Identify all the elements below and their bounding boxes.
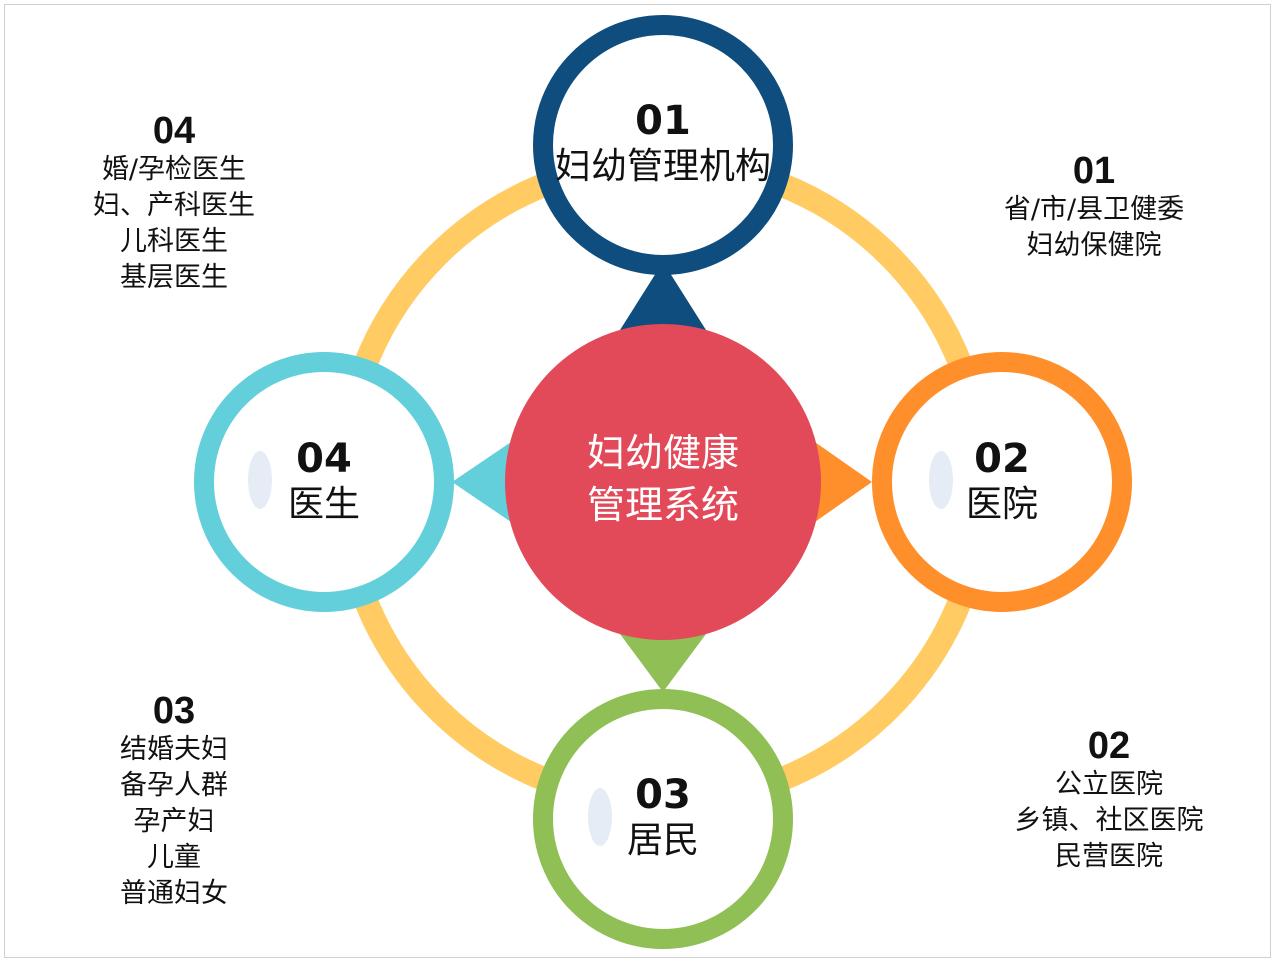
- side-top-right-line: 省/市/县卫健委: [1003, 194, 1185, 225]
- node-right-oval: [929, 451, 953, 509]
- node-bottom-oval: [588, 788, 612, 846]
- side-bottom-right-line: 民营医院: [1055, 841, 1163, 872]
- center-label-line2: 管理系统: [587, 483, 739, 527]
- node-left-oval: [248, 451, 272, 509]
- side-bottom-left-line: 儿童: [147, 842, 201, 873]
- node-top-number: 01: [635, 98, 691, 144]
- side-block-top-left: 04 婚/孕检医生 妇、产科医生 儿科医生 基层医生: [54, 110, 294, 296]
- diagram-frame: [4, 4, 1271, 958]
- node-bottom-label: 居民: [627, 820, 699, 861]
- side-top-right-line: 妇幼保健院: [1026, 230, 1162, 261]
- side-bottom-left-line: 备孕人群: [120, 770, 228, 801]
- side-block-top-right: 01 省/市/县卫健委 妇幼保健院: [974, 150, 1214, 264]
- node-right-number: 02: [974, 436, 1030, 482]
- node-top-label: 妇幼管理机构: [555, 146, 771, 187]
- side-bottom-right-number: 02: [1087, 725, 1131, 767]
- node-right: 02 医院: [872, 352, 1132, 612]
- side-block-bottom-right: 02 公立医院 乡镇、社区医院 民营医院: [989, 725, 1229, 875]
- side-top-left-line: 婚/孕检医生: [101, 154, 247, 185]
- side-bottom-left-line: 普通妇女: [120, 878, 228, 909]
- center-label-line1: 妇幼健康: [587, 431, 739, 475]
- node-bottom-number: 03: [635, 772, 691, 818]
- node-top: 01 妇幼管理机构: [533, 15, 793, 275]
- node-bottom: 03 居民: [533, 689, 793, 949]
- side-top-right-number: 01: [1072, 150, 1116, 192]
- arrow-bottom: [620, 634, 706, 692]
- node-left-label: 医生: [288, 484, 360, 525]
- node-right-label: 医院: [966, 484, 1038, 525]
- node-left-number: 04: [296, 436, 352, 482]
- side-bottom-left-line: 孕产妇: [133, 806, 215, 837]
- side-bottom-left-line: 结婚夫妇: [120, 734, 228, 765]
- side-bottom-right-line: 乡镇、社区医院: [1014, 805, 1204, 836]
- side-bottom-right-line: 公立医院: [1055, 769, 1163, 800]
- arrow-top: [620, 262, 706, 330]
- side-top-left-line: 儿科医生: [120, 226, 228, 257]
- center-circle: [505, 324, 821, 640]
- side-block-bottom-left: 03 结婚夫妇 备孕人群 孕产妇 儿童 普通妇女: [54, 690, 294, 912]
- arrow-right: [812, 440, 872, 524]
- side-bottom-left-number: 03: [152, 690, 196, 732]
- side-top-left-line: 基层医生: [120, 262, 228, 293]
- side-top-left-line: 妇、产科医生: [93, 190, 255, 221]
- node-left: 04 医生: [194, 352, 454, 612]
- arrow-left: [452, 440, 514, 524]
- side-top-left-number: 04: [152, 110, 196, 152]
